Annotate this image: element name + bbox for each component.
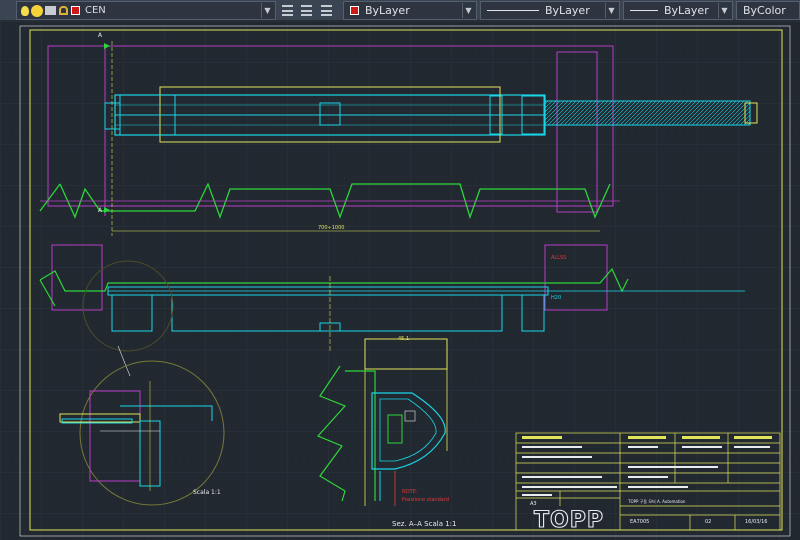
layer-previous-icon bbox=[300, 4, 312, 16]
dimension-width: 700÷1000 bbox=[318, 225, 344, 231]
note-title: NOTE: bbox=[402, 489, 418, 495]
title-sheet: 02 bbox=[705, 519, 711, 525]
chevron-down-icon[interactable]: ▼ bbox=[462, 3, 474, 18]
color-dropdown[interactable]: ByLayer ▼ bbox=[343, 1, 477, 20]
properties-toolbar: CEN ▼ ByLayer ▼ ByLayer ▼ ByLayer ▼ ByCo… bbox=[0, 0, 800, 21]
section-marker-top: A bbox=[98, 32, 103, 39]
detail-scale-label: Scala 1:1 bbox=[193, 489, 221, 496]
title-date: 16/03/16 bbox=[745, 519, 767, 525]
color-label: ByLayer bbox=[365, 4, 410, 17]
note-text: Posizione standard bbox=[402, 497, 449, 503]
section-marker-bottom: A bbox=[98, 207, 103, 214]
chevron-down-icon[interactable]: ▼ bbox=[718, 3, 730, 18]
sheet-border bbox=[19, 25, 791, 537]
layer-lock-icon[interactable] bbox=[59, 6, 68, 15]
layer-previous-button[interactable] bbox=[298, 2, 314, 18]
linetype-dropdown[interactable]: ByLayer ▼ bbox=[480, 1, 620, 20]
drawing-canvas[interactable]: A A 700÷1000 ALLSS H20 Scala 1:1 bbox=[0, 21, 800, 540]
linetype-sample bbox=[487, 10, 539, 11]
topp-logo: TOPP bbox=[534, 508, 604, 533]
top-view bbox=[39, 41, 758, 236]
detail-view bbox=[59, 345, 225, 506]
lineweight-label: ByLayer bbox=[664, 4, 709, 17]
layer-dropdown[interactable]: CEN ▼ bbox=[16, 1, 276, 20]
layer-name: CEN bbox=[85, 5, 106, 16]
title-scale: A3 bbox=[530, 501, 537, 507]
lineweight-dropdown[interactable]: ByLayer ▼ bbox=[623, 1, 733, 20]
layer-freeze-icon[interactable] bbox=[32, 5, 42, 16]
plot-style-dropdown[interactable]: ByColor bbox=[736, 1, 800, 20]
layer-state-button[interactable] bbox=[318, 2, 334, 18]
chevron-down-icon[interactable]: ▼ bbox=[605, 3, 617, 18]
lineweight-sample bbox=[630, 10, 658, 11]
layer-on-icon[interactable] bbox=[21, 5, 29, 16]
title-code: EA7005 bbox=[630, 519, 649, 525]
dimension-left: ALLSS bbox=[551, 255, 566, 261]
chevron-down-icon[interactable]: ▼ bbox=[261, 3, 273, 18]
title-block-fill-text bbox=[522, 436, 772, 496]
title-block bbox=[515, 432, 781, 531]
viewport-freeze-icon[interactable] bbox=[45, 6, 56, 15]
linetype-label: ByLayer bbox=[545, 4, 590, 17]
front-view bbox=[39, 244, 745, 352]
plot-style-label: ByColor bbox=[743, 4, 786, 17]
layer-stack-icon bbox=[281, 4, 293, 16]
layer-state-icon bbox=[320, 4, 332, 16]
dimension-right: H20 bbox=[551, 295, 561, 301]
make-object-layer-current-button[interactable] bbox=[279, 2, 295, 18]
section-title: Sez. A–A Scala 1:1 bbox=[392, 520, 456, 528]
section-view bbox=[316, 338, 448, 506]
dimension-top: 45,1 bbox=[398, 336, 409, 342]
color-swatch bbox=[350, 6, 359, 15]
title-description: TOPP 구동 모터 A. Automation bbox=[627, 498, 686, 504]
layer-color-icon bbox=[71, 6, 80, 15]
